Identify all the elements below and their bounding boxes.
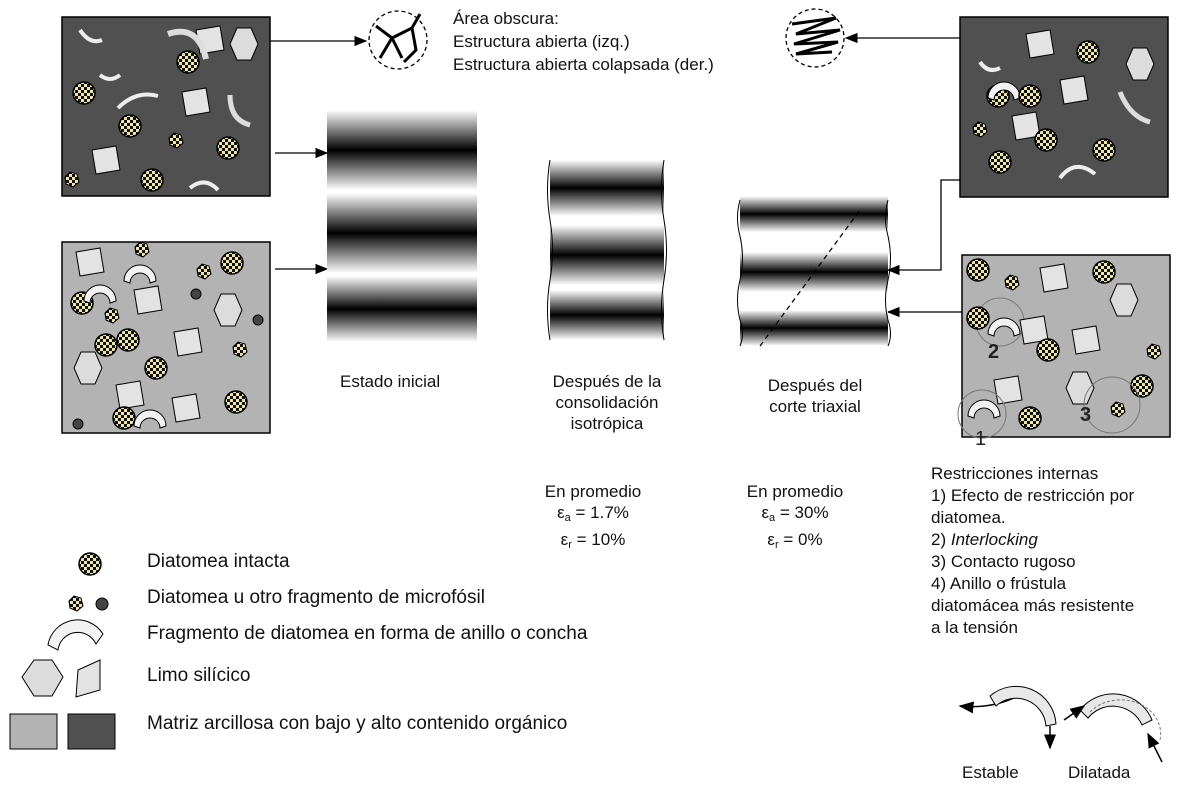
ring-dilated-label: Dilatada — [1068, 763, 1131, 782]
average-triaxial: En promedio εa = 30% εr = 0% — [746, 482, 844, 551]
light-matrix-box-left — [61, 241, 271, 434]
ring-stable — [958, 685, 1057, 750]
legend-microfossil-fragment: Diatomea u otro fragmento de microfósil — [147, 587, 485, 608]
legend-siliceous-silt: Limo silícico — [147, 665, 251, 686]
box-label-1: 1 — [975, 428, 987, 450]
dark-matrix-box-right — [959, 16, 1169, 198]
average-isotropic: En promedio εa = 1.7% εr = 10% — [544, 482, 642, 551]
legend-symbols — [9, 552, 116, 750]
stage-isotropic-label: Después de la consolidación isotrópica — [552, 372, 662, 433]
callout-line-1: Estructura abierta (izq.) — [453, 32, 630, 51]
legend-ring-fragment: Fragmento de diatomea en forma de anillo… — [147, 623, 588, 644]
dark-matrix-box-left — [61, 16, 271, 197]
stage-triaxial-label: Después del corte triaxial — [767, 376, 863, 416]
sample-initial-state — [327, 110, 477, 342]
ring-dilated — [1063, 693, 1163, 763]
connector-arrows — [270, 32, 962, 318]
callout-line-2: Estructura abierta colapsada (der.) — [453, 55, 714, 74]
stage-initial-label: Estado inicial — [340, 372, 441, 391]
legend-clay-matrix: Matriz arcillosa con bajo y alto conteni… — [147, 713, 568, 734]
box-label-2: 2 — [988, 341, 1000, 363]
callout-title: Área obscura: — [453, 9, 559, 28]
sample-isotropic — [547, 159, 667, 341]
restrictions-list: Restricciones internas 1) Efecto de rest… — [931, 464, 1135, 637]
ring-stable-label: Estable — [962, 763, 1019, 782]
legend-intact-diatom: Diatomea intacta — [147, 551, 290, 572]
callout-collapsed-structure — [785, 8, 845, 68]
callout-open-structure — [368, 10, 428, 70]
light-matrix-box-right — [957, 254, 1171, 439]
box-label-3: 3 — [1080, 404, 1092, 426]
sample-triaxial — [737, 196, 891, 347]
